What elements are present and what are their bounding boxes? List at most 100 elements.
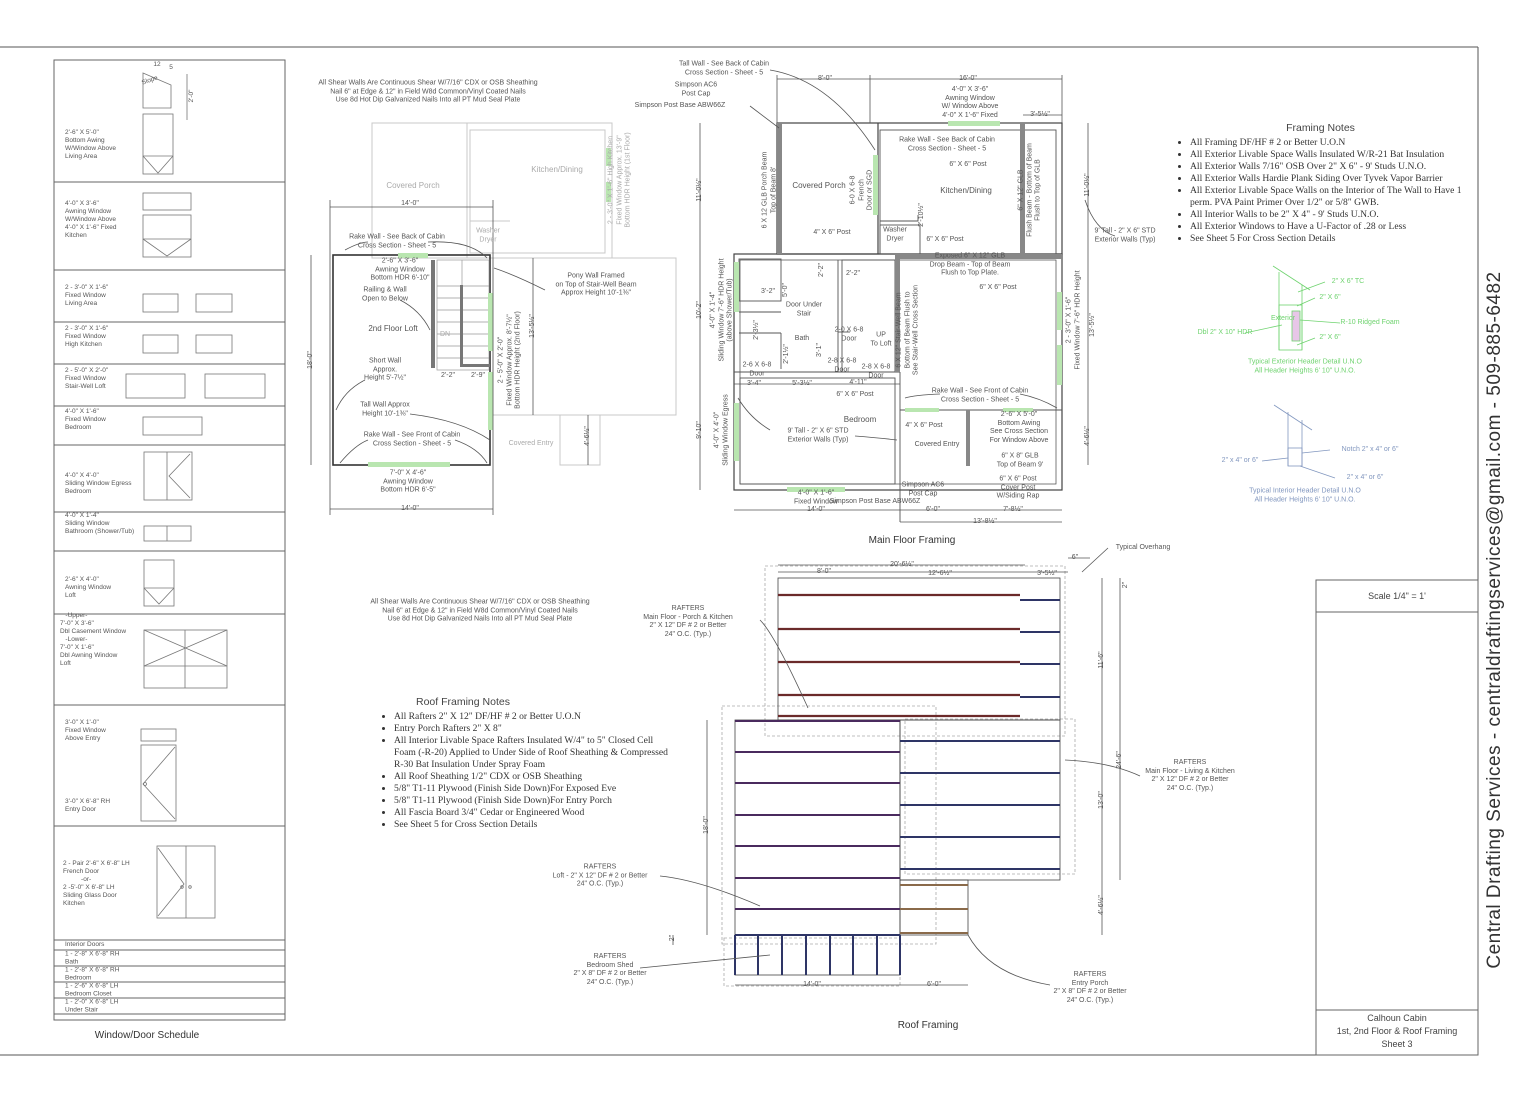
- main-floor-label: Door Under Stair: [785, 301, 823, 318]
- main-floor-label: Simpson Post Base ABW66Z: [634, 101, 726, 109]
- main-floor-label: 6" X 6" Post Cover Post W/Siding Rap: [996, 475, 1040, 500]
- shear-wall-note-roof: All Shear Walls Are Continuous Shear W/7…: [370, 598, 590, 623]
- main-floor-label: 2-0 X 6-8 Door: [834, 326, 864, 343]
- main-floor-label: 6" X 8" GLB Top of Beam 9': [996, 452, 1044, 469]
- main-floor-label: 2 - 3'-0" X 1'-6" Fixed Window 7'-6" HDR…: [1065, 270, 1082, 370]
- main-floor-label: 3'-2": [761, 287, 775, 295]
- main-floor-label: Simpson AC6 Post Cap: [674, 81, 718, 98]
- company-contact-vertical: Central Drafting Services - centraldraft…: [1484, 271, 1505, 969]
- loft-plan-label: 2'-2": [441, 371, 455, 379]
- main-floor-label: 5'-0": [781, 283, 789, 297]
- main-floor-label: 8'-0": [818, 74, 832, 82]
- loft-plan-label: 2'-9": [471, 371, 485, 379]
- loft-plan: [310, 148, 611, 515]
- loft-plan-label: Kitchen/Dining: [531, 164, 583, 174]
- interior-detail-label: 2" x 4" or 6": [1221, 456, 1259, 464]
- schedule-item: 4'-0" X 4'-0" Sliding Window Egress Bedr…: [65, 472, 132, 495]
- main-floor-label: 2'-3½": [752, 320, 760, 340]
- shear-wall-note: All Shear Walls Are Continuous Shear W/7…: [318, 79, 538, 104]
- roof-label: RAFTERS Main Floor - Porch & Kitchen 2" …: [643, 605, 733, 638]
- slope-height-dim: 2'-0": [188, 89, 195, 103]
- framing-note: All Exterior Walls Hardie Plank Siding O…: [1190, 173, 1473, 185]
- roof-label: 4'-6½": [1097, 895, 1105, 915]
- rafters-loft: [735, 720, 900, 910]
- main-floor-label: 4'-0" X 1'-4" Sliding Window 7'-6" HDR H…: [709, 258, 734, 362]
- roof-label: 6": [1071, 553, 1079, 561]
- roof-label: 2": [668, 934, 676, 942]
- roof-label: 13'-0": [1097, 791, 1105, 809]
- main-floor-label: 14'-0": [807, 505, 825, 513]
- main-floor-label: Exposed 6" X 12" GLB Drop Beam - Top of …: [929, 252, 1011, 277]
- main-floor-label: Simpson AC6 Post Cap: [901, 481, 945, 498]
- schedule-item: 2 - 3'-0" X 1'-6" Fixed Window High Kitc…: [65, 325, 109, 348]
- loft-plan-label: 18'-0": [306, 351, 314, 369]
- project-name: Calhoun Cabin: [1367, 1013, 1427, 1023]
- framing-notes: Framing Notes All Framing DF/HF # 2 or B…: [1168, 122, 1473, 245]
- main-floor-label: Rake Wall - See Back of Cabin Cross Sect…: [899, 136, 995, 153]
- schedule-item: 4'-0" X 1'-6" Fixed Window Bedroom: [65, 408, 106, 431]
- framing-note: All Exterior Windows to Have a U-Factor …: [1190, 221, 1473, 233]
- framing-note: All Interior Walls to be 2" X 4" - 9' St…: [1190, 209, 1473, 221]
- loft-plan-label: 2 - 3'-0" X 1'-6" High Kitchen Fixed Win…: [607, 132, 632, 228]
- roof-notes-title: Roof Framing Notes: [416, 696, 510, 708]
- roof-label: 20'-6½": [890, 560, 914, 568]
- main-floor-label: Bedroom: [843, 414, 877, 424]
- roof-label: 8'-0": [817, 567, 831, 575]
- main-floor-label: Rake Wall - See Front of Cabin Cross Sec…: [931, 387, 1029, 404]
- roof-framing-note: All Fascia Board 3/4" Cedar or Engineere…: [394, 807, 672, 819]
- roof-label: RAFTERS Bedroom Shed 2" X 8" DF # 2 or B…: [573, 953, 647, 986]
- exterior-detail-label: 2" X 6": [1319, 293, 1341, 301]
- loft-plan-label: Rake Wall - See Back of Cabin Cross Sect…: [349, 233, 445, 250]
- roof-label: 6'-0": [927, 980, 941, 988]
- window-door-schedule-table: [53, 59, 286, 1021]
- roof-framing-note: See Sheet 5 for Cross Section Details: [394, 819, 672, 831]
- interior-door-item: 1 - 2'-8" X 6'-8" RH Bedroom: [65, 966, 120, 982]
- main-floor-label: Covered Entry: [914, 440, 960, 448]
- main-floor-label: 10'-2": [695, 301, 703, 319]
- main-floor-label: 2-8 X 6-8 Door: [861, 363, 891, 380]
- schedule-item: 4'-0" X 3'-6" Awning Window W/Window Abo…: [65, 200, 117, 239]
- main-floor-label: 2-8 X 6-8 Door: [827, 357, 857, 374]
- loft-plan-underlay: [371, 122, 677, 466]
- main-floor-label: Simpson Post Base ABW66Z: [829, 497, 921, 505]
- schedule-item: 2'-6" X 5'-0" Bottom Awing W/Window Abov…: [65, 129, 116, 160]
- roof-framing-note: 5/8" T1-11 Plywood (Finish Side Down)For…: [394, 783, 672, 795]
- main-floor-label: 2-6 X 6-8 Door: [742, 361, 772, 378]
- interior-door-item: 1 - 2'-0" X 6'-8" LH Under Stair: [65, 998, 119, 1014]
- schedule-item: 2 - 5'-0" X 2'-0" Fixed Window Stair-Wel…: [65, 367, 109, 390]
- interior-doors-header: Interior Doors: [65, 941, 105, 948]
- main-floor-label: 9' Tall - 2" X 6" STD Exterior Walls (Ty…: [787, 427, 849, 444]
- main-floor-label: 4'-0" X 4'-0" Sliding Window Egress: [713, 394, 730, 466]
- loft-plan-label: 2 - 5'-0" X 2'-0" Fixed Window Approx. 8…: [497, 311, 522, 409]
- loft-plan-label: 14'-0": [401, 504, 419, 512]
- main-floor-label: 3'-1": [815, 343, 823, 357]
- roof-label: 3'-5½": [1037, 569, 1057, 577]
- exterior-detail-label: Typical Exterior Header Detail U.N.O All…: [1248, 358, 1362, 375]
- main-floor-label: 4" X 6" Post: [905, 421, 943, 429]
- main-floor-plan: [699, 69, 1116, 523]
- main-floor-label: 6" X 6" Post: [949, 160, 987, 168]
- loft-plan-label: 14'-0": [401, 199, 419, 207]
- main-floor-label: 2'-2": [817, 263, 825, 277]
- roof-framing-note: Entry Porch Rafters 2" X 8": [394, 723, 672, 735]
- main-floor-label: 11'-0½": [695, 178, 703, 202]
- schedule-title: Window/Door Schedule: [94, 1029, 200, 1041]
- main-floor-label: 2'-10½": [917, 203, 925, 227]
- main-floor-label: Bath: [794, 334, 810, 342]
- main-floor-label: 6'-0": [926, 505, 940, 513]
- main-floor-label: Kitchen/Dining: [940, 185, 992, 195]
- interior-detail-label: Notch 2" x 4" or 6": [1341, 445, 1399, 453]
- exterior-detail-label: 2" X 6" TC: [1331, 277, 1365, 285]
- schedule-item: 2'-6" X 4'-0" Awning Window Loft: [65, 576, 112, 599]
- main-floor-label: 7'-8½": [1003, 505, 1023, 513]
- loft-plan-label: 7'-0" X 4'-6" Awning Window Bottom HDR 6…: [380, 469, 436, 494]
- loft-plan-label: 2nd Floor Loft: [368, 323, 418, 333]
- loft-plan-label: 4'-6½": [583, 426, 591, 446]
- main-floor-label: 9' Tall - 2" X 6" STD Exterior Walls (Ty…: [1094, 227, 1156, 244]
- schedule-item: -Upper- 7'-0" X 3'-6" Dbl Casement Windo…: [60, 612, 127, 667]
- schedule-item: 3'-0" X 6'-8" RH Entry Door: [65, 798, 111, 813]
- interior-door-item: 1 - 2'-8" X 6'-8" RH Bath: [65, 950, 120, 966]
- framing-notes-list: All Framing DF/HF # 2 or Better U.O.NAll…: [1168, 137, 1473, 245]
- main-floor-label: Washer Dryer: [883, 226, 907, 243]
